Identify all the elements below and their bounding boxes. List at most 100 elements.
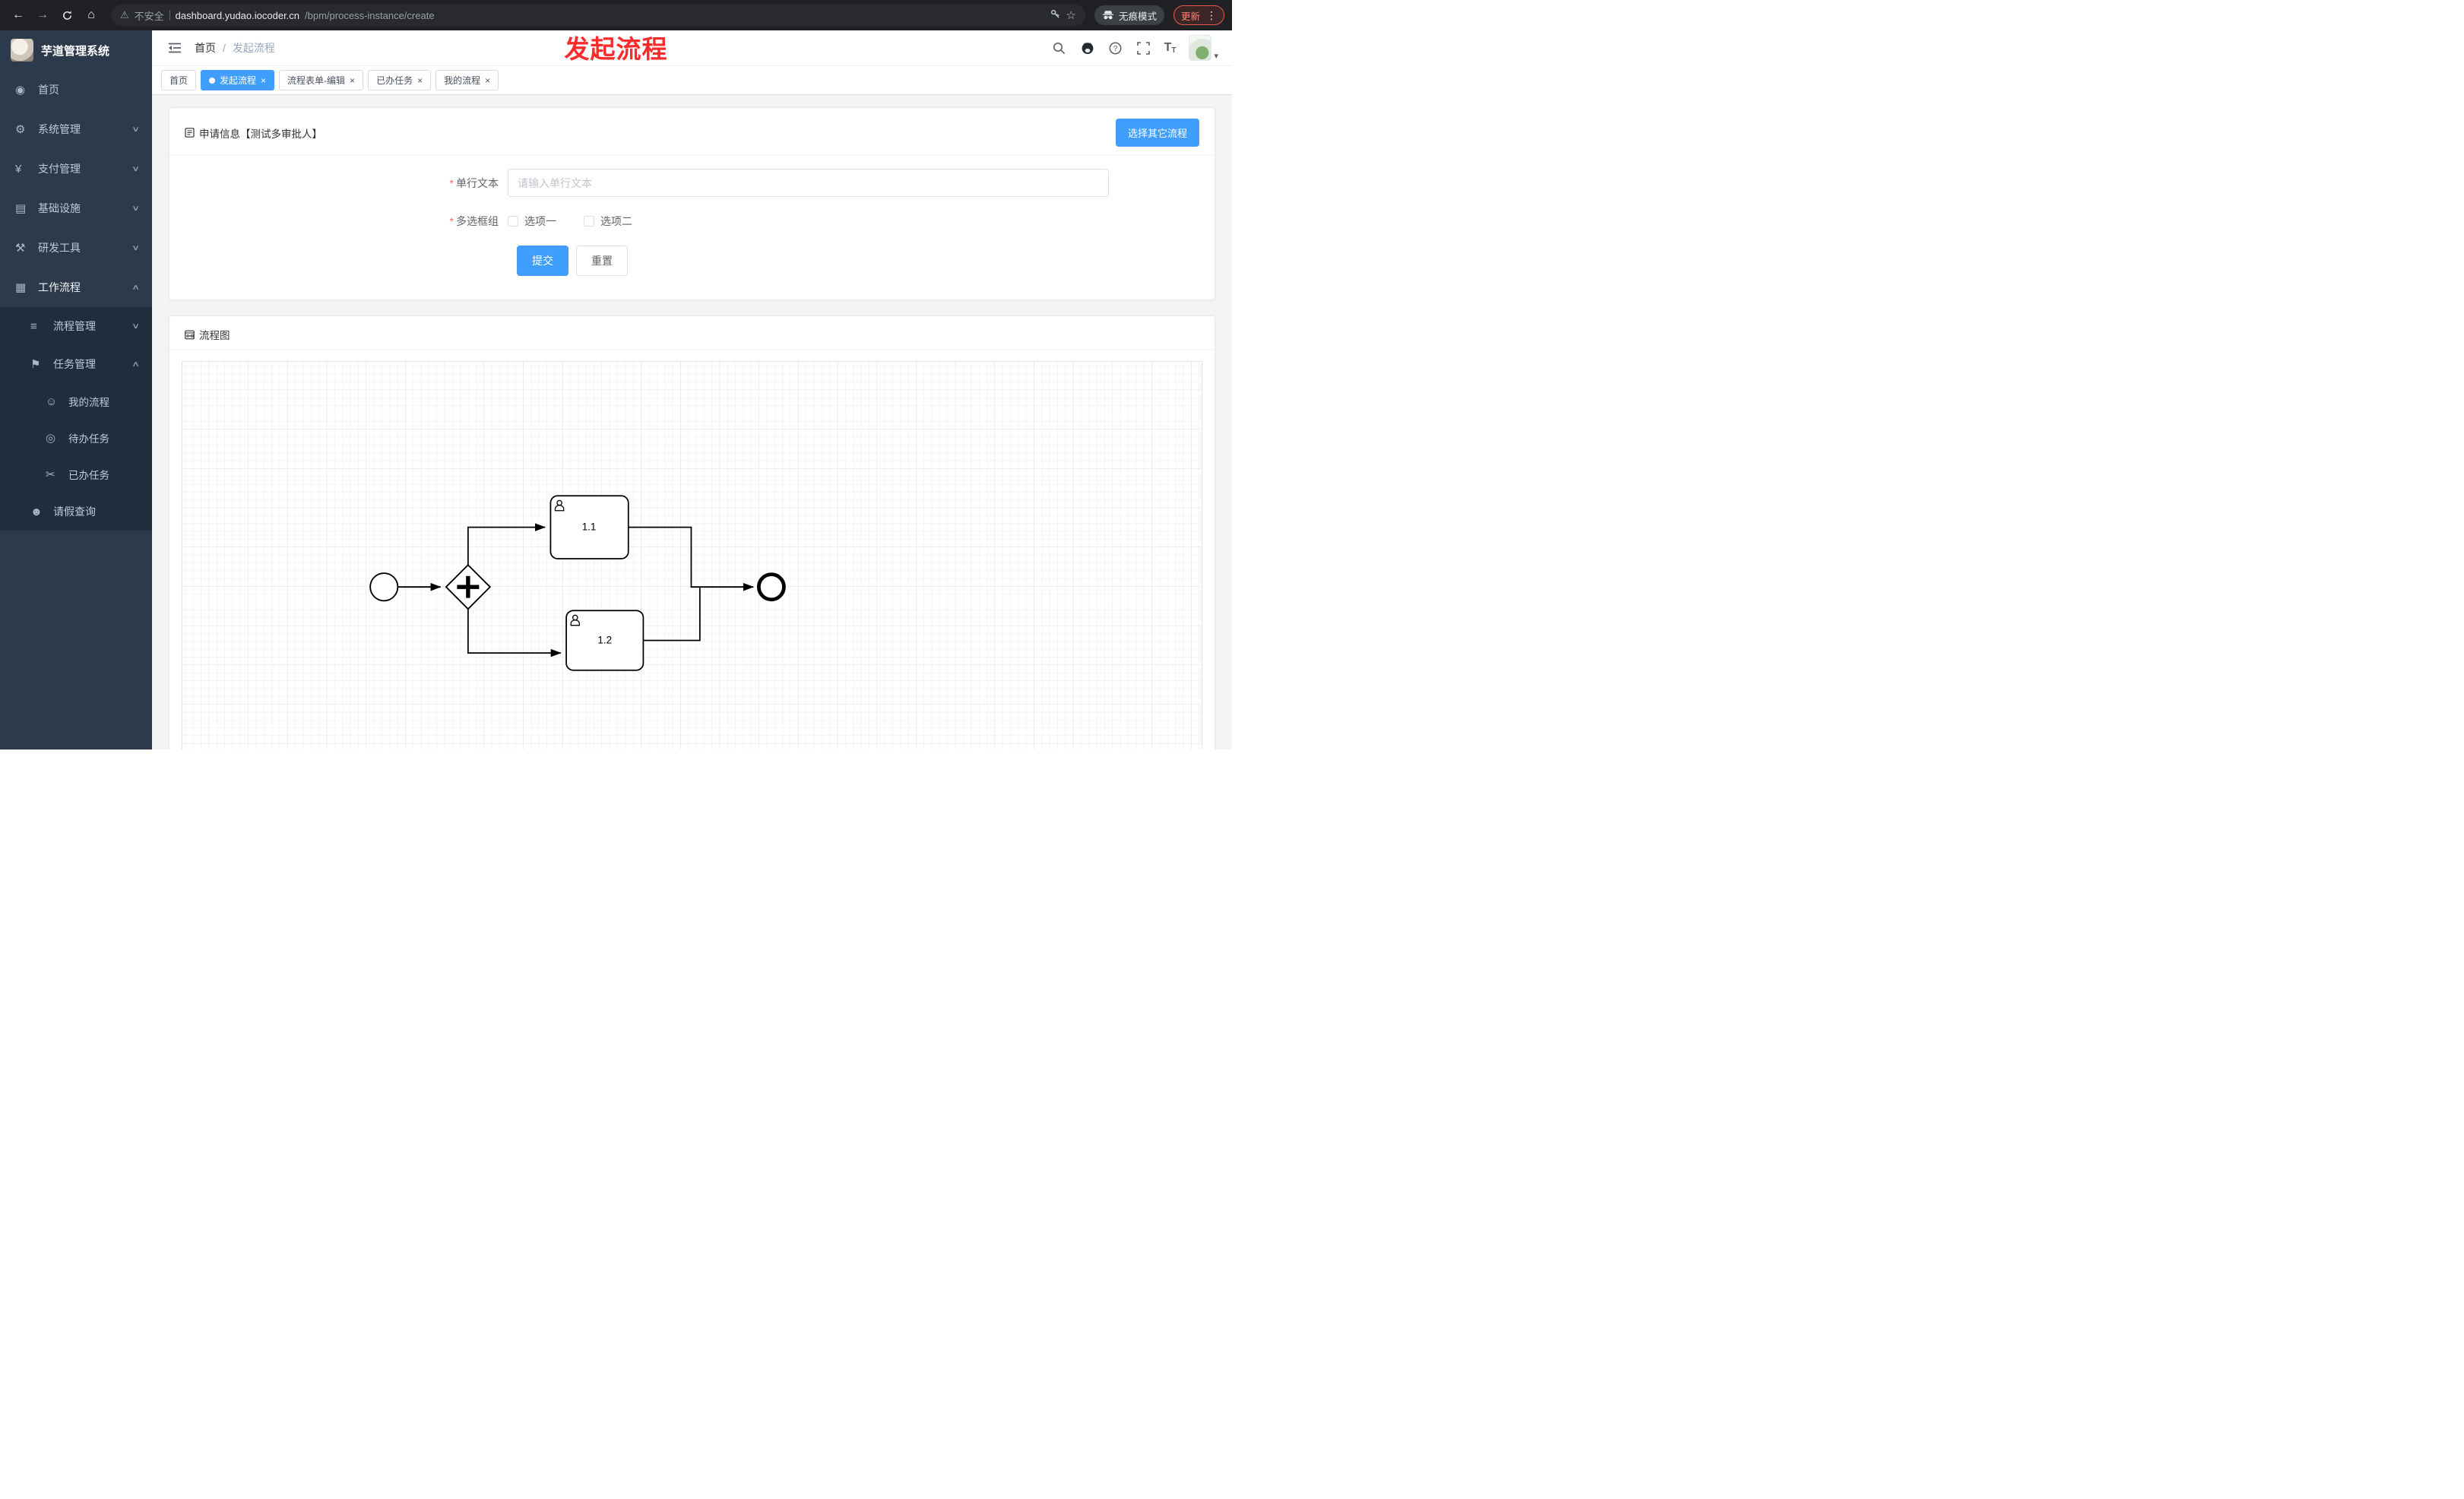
sidebar-item-infrastructure[interactable]: ▤ 基础设施 ∨ <box>15 202 140 215</box>
close-icon[interactable]: × <box>350 74 356 86</box>
caret-down-icon: ▾ <box>1214 52 1218 61</box>
select-other-process-button[interactable]: 选择其它流程 <box>1115 119 1199 147</box>
diagram-header: 流程图 <box>169 316 1215 350</box>
diagram-grid <box>182 360 1202 750</box>
back-icon[interactable]: ← <box>8 5 29 26</box>
apply-info-card: 申请信息【测试多审批人】 选择其它流程 *单行文本 *多选框组 <box>169 107 1215 300</box>
bpmn-canvas[interactable]: 1.1 1.2 <box>169 350 1215 750</box>
avatar <box>1189 35 1212 61</box>
svg-text:?: ? <box>1113 45 1118 53</box>
bookmark-star-icon[interactable]: ☆ <box>1066 9 1076 22</box>
warning-icon: ⚠ <box>120 9 129 21</box>
url-host: dashboard.yudao.iocoder.cn <box>175 9 300 21</box>
diagram-title: 流程图 <box>199 330 230 341</box>
reload-icon[interactable] <box>56 5 78 26</box>
tab-initiate-process[interactable]: 发起流程 × <box>201 70 275 90</box>
close-icon[interactable]: × <box>417 74 423 86</box>
bpmn-start-event[interactable] <box>369 572 399 602</box>
breadcrumb-home[interactable]: 首页 <box>195 42 216 54</box>
process-form: *单行文本 *多选框组 选项一 选项二 <box>169 155 1215 276</box>
submit-button[interactable]: 提交 <box>517 246 568 276</box>
bpmn-user-task-1-2[interactable]: 1.2 <box>565 610 645 671</box>
checkbox-option-1[interactable]: 选项一 <box>508 214 556 229</box>
fullscreen-icon[interactable] <box>1136 40 1151 55</box>
github-icon[interactable] <box>1080 40 1095 55</box>
user-avatar-menu[interactable]: ▾ <box>1189 35 1218 61</box>
tab-my-processes[interactable]: 我的流程 × <box>435 70 499 90</box>
fullscreen-glyph <box>1137 41 1150 55</box>
checkbox-group: 选项一 选项二 <box>508 214 632 229</box>
tools-icon: ⚒ <box>15 242 26 255</box>
sidebar-item-task-management[interactable]: ⚑ 任务管理 ∧ <box>30 358 140 371</box>
diagram-canvas-wrap: 1.1 1.2 <box>169 350 1215 750</box>
checkbox-icon[interactable] <box>508 216 518 227</box>
apply-info-header: 申请信息【测试多审批人】 选择其它流程 <box>169 108 1215 155</box>
form-actions: 提交 重置 <box>517 246 1215 276</box>
single-line-text-input[interactable] <box>508 169 1109 197</box>
close-icon[interactable]: × <box>261 74 267 86</box>
list-icon: ≡ <box>30 319 37 333</box>
bpmn-user-task-1-1[interactable]: 1.1 <box>549 495 629 559</box>
update-button[interactable]: 更新 ⋮ <box>1173 5 1224 25</box>
incognito-label: 无痕模式 <box>1118 11 1157 22</box>
diagram-title-wrap: 流程图 <box>185 327 230 342</box>
sidebar-menu: ◉ 首页 ⚙ 系统管理 ∨ ¥ 支付管理 ∨ ▤ 基础设施 ∨ ⚒ 研发工具 ∨ <box>0 70 152 531</box>
sidebar-item-my-processes[interactable]: ☺ 我的流程 <box>46 395 109 409</box>
close-icon[interactable]: × <box>485 74 491 86</box>
sidebar-item-system-management[interactable]: ⚙ 系统管理 ∨ <box>15 123 140 136</box>
sidebar-item-todo-tasks[interactable]: ◎ 待办任务 <box>46 432 109 445</box>
reload-glyph <box>62 10 71 20</box>
checkbox-option-2[interactable]: 选项二 <box>584 214 632 229</box>
key-icon[interactable] <box>1050 8 1061 22</box>
update-label: 更新 <box>1180 11 1200 22</box>
plus-icon <box>457 575 480 598</box>
sidebar-item-leave-query[interactable]: ☻ 请假查询 <box>30 505 96 518</box>
user-icon <box>570 614 581 626</box>
flow-gateway-to-task1[interactable] <box>467 523 546 566</box>
person-icon: ☻ <box>30 505 43 518</box>
main-content: 申请信息【测试多审批人】 选择其它流程 *单行文本 *多选框组 <box>152 95 1232 750</box>
app-title: 芋道管理系统 <box>41 44 110 58</box>
search-glyph <box>1053 42 1066 54</box>
search-icon[interactable] <box>1052 40 1067 55</box>
sidebar-item-dev-tools[interactable]: ⚒ 研发工具 ∨ <box>15 242 140 255</box>
flag-icon: ⚑ <box>30 358 41 371</box>
help-icon[interactable]: ? <box>1108 40 1123 55</box>
reset-button[interactable]: 重置 <box>576 246 628 276</box>
task-label: 1.1 <box>582 521 597 533</box>
help-glyph: ? <box>1109 42 1122 54</box>
forward-icon[interactable]: → <box>32 5 53 26</box>
sidebar-collapse-icon[interactable] <box>166 39 184 57</box>
chevron-down-icon: ∨ <box>131 243 140 252</box>
required-mark: * <box>449 215 454 227</box>
bpmn-end-event[interactable] <box>756 572 786 602</box>
form-row-text: *单行文本 <box>169 169 1215 197</box>
app-logo-row[interactable]: 芋道管理系统 <box>0 30 152 70</box>
tab-process-form-edit[interactable]: 流程表单-编辑 × <box>279 70 364 90</box>
incognito-badge: 无痕模式 <box>1094 5 1164 25</box>
sidebar-item-done-tasks[interactable]: ✂ 已办任务 <box>46 468 109 481</box>
document-icon <box>185 128 195 138</box>
breadcrumb: 首页 / 发起流程 <box>195 40 275 55</box>
breadcrumb-current: 发起流程 <box>232 42 275 54</box>
home-icon[interactable]: ⌂ <box>81 5 102 26</box>
process-diagram-card: 流程图 <box>169 315 1215 750</box>
tab-home[interactable]: 首页 <box>161 70 197 90</box>
sidebar-item-process-management[interactable]: ≡ 流程管理 ∨ <box>30 319 140 333</box>
key-glyph <box>1050 10 1059 18</box>
browser-menu-icon[interactable]: ⋮ <box>1206 8 1217 21</box>
tab-done-tasks[interactable]: 已办任务 × <box>368 70 432 90</box>
address-bar[interactable]: ⚠ 不安全 dashboard.yudao.iocoder.cn/bpm/pro… <box>111 5 1085 26</box>
flow-gateway-to-task2[interactable] <box>467 609 562 658</box>
bpmn-parallel-gateway[interactable] <box>445 563 492 610</box>
checkbox-group-label: *多选框组 <box>449 215 499 227</box>
infrastructure-icon: ▤ <box>15 202 27 215</box>
flow-task1-to-end[interactable] <box>628 526 755 591</box>
checkbox-icon[interactable] <box>584 216 594 227</box>
flow-task2-to-end[interactable] <box>643 588 701 642</box>
sidebar-item-home[interactable]: ◉ 首页 <box>15 84 59 97</box>
sidebar-item-payment-management[interactable]: ¥ 支付管理 ∨ <box>15 162 140 176</box>
sidebar-item-workflow[interactable]: ▦ 工作流程 ∧ <box>15 281 140 294</box>
